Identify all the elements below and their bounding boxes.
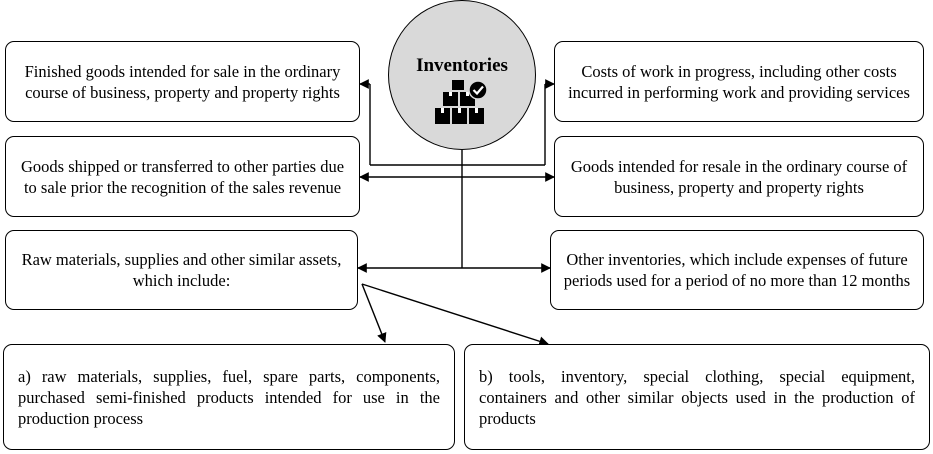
other-inventories-text: Other inventories, which include expense…: [563, 250, 911, 290]
box-work-in-progress: Costs of work in progress, including oth…: [554, 41, 924, 122]
raw-materials-text: Raw materials, supplies and other simila…: [21, 250, 342, 290]
arrow-to-sub-a: [361, 283, 387, 343]
sub-a-text: a) raw materials, supplies, fuel, spare …: [18, 366, 440, 428]
goods-shipped-text: Goods shipped or transferred to other pa…: [20, 156, 345, 197]
box-sub-a-materials: a) raw materials, supplies, fuel, spare …: [3, 344, 455, 450]
arrow-to-sub-b: [361, 283, 549, 346]
hub-title: Inventories: [416, 55, 508, 76]
work-in-progress-text: Costs of work in progress, including oth…: [568, 61, 910, 102]
sub-b-text: b) tools, inventory, special clothing, s…: [479, 366, 915, 428]
box-sub-b-tools: b) tools, inventory, special clothing, s…: [464, 344, 930, 450]
boxes-check-icon: [435, 80, 488, 124]
box-other-inventories: Other inventories, which include expense…: [550, 230, 924, 310]
finished-goods-text: Finished goods intended for sale in the …: [24, 61, 341, 102]
box-goods-for-resale: Goods intended for resale in the ordinar…: [554, 136, 924, 217]
box-raw-materials: Raw materials, supplies and other simila…: [5, 230, 358, 310]
inventories-hub: [388, 0, 536, 150]
box-finished-goods: Finished goods intended for sale in the …: [5, 41, 360, 122]
goods-for-resale-text: Goods intended for resale in the ordinar…: [570, 156, 908, 197]
box-goods-shipped: Goods shipped or transferred to other pa…: [5, 136, 360, 217]
